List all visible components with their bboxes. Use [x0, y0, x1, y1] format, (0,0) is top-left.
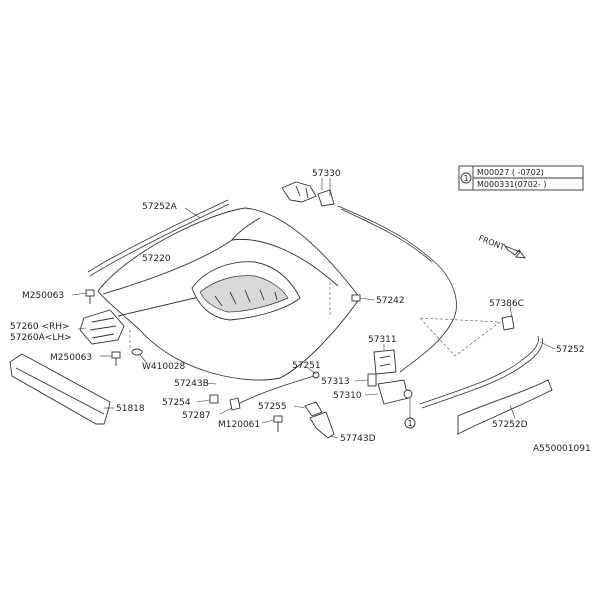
- label-m120061: M120061: [218, 420, 260, 430]
- label-57260: 57260 <RH>: [10, 322, 70, 332]
- label-57252a: 57252A: [142, 202, 178, 212]
- washer-w410028: [131, 348, 147, 363]
- diagram-code: A550001091: [533, 444, 591, 454]
- clip-57242: [351, 294, 375, 302]
- legend-row-2: M000331(0702- ): [477, 180, 546, 189]
- seal-57252: [419, 335, 556, 409]
- label-57313: 57313: [321, 377, 350, 387]
- label-57260a: 57260A<LH>: [10, 333, 72, 343]
- label-57254: 57254: [162, 398, 191, 408]
- front-arrow: FRONT: [477, 234, 526, 259]
- label-m250063-lower: M250063: [50, 353, 92, 363]
- support-rod-57251: [237, 367, 320, 405]
- label-57252: 57252: [556, 345, 585, 355]
- latch-assembly: 1: [354, 344, 416, 429]
- label-57743d: 57743D: [340, 434, 376, 444]
- label-51818: 51818: [116, 404, 145, 414]
- hood-panel: [97, 207, 361, 381]
- label-m250063-upper: M250063: [22, 291, 64, 301]
- label-57242: 57242: [376, 296, 405, 306]
- label-57386c: 57386C: [489, 299, 524, 309]
- ref-marker: 1: [407, 419, 412, 428]
- bolt-m250063-upper: [71, 289, 95, 304]
- weatherstrip-57252a: [87, 199, 230, 277]
- label-57287: 57287: [182, 411, 211, 421]
- legend-marker: 1: [463, 174, 468, 183]
- bolt-m250063-lower: [100, 351, 121, 366]
- stopper-57243b: [196, 382, 241, 415]
- bolt-m120061: [261, 415, 283, 432]
- legend-row-1: M00027 ( -0702): [477, 168, 544, 177]
- hinge-57260: [77, 309, 125, 345]
- label-57311: 57311: [368, 335, 397, 345]
- label-57220: 57220: [142, 254, 171, 264]
- seal-57252d: [457, 379, 553, 435]
- label-57330: 57330: [312, 169, 341, 179]
- label-57251: 57251: [292, 361, 321, 371]
- bracket-57255: [293, 401, 339, 439]
- label-57310: 57310: [333, 391, 362, 401]
- legend-box: 1 M00027 ( -0702) M000331(0702- ): [458, 165, 584, 191]
- label-57252d: 57252D: [492, 420, 528, 430]
- label-w410028: W410028: [142, 362, 186, 372]
- trim-51818: [9, 353, 114, 425]
- front-label: FRONT: [477, 234, 506, 253]
- label-57243b: 57243B: [174, 379, 209, 389]
- release-cable-57330: [281, 178, 501, 373]
- clip-57386c: [501, 305, 515, 331]
- label-57255: 57255: [258, 402, 287, 412]
